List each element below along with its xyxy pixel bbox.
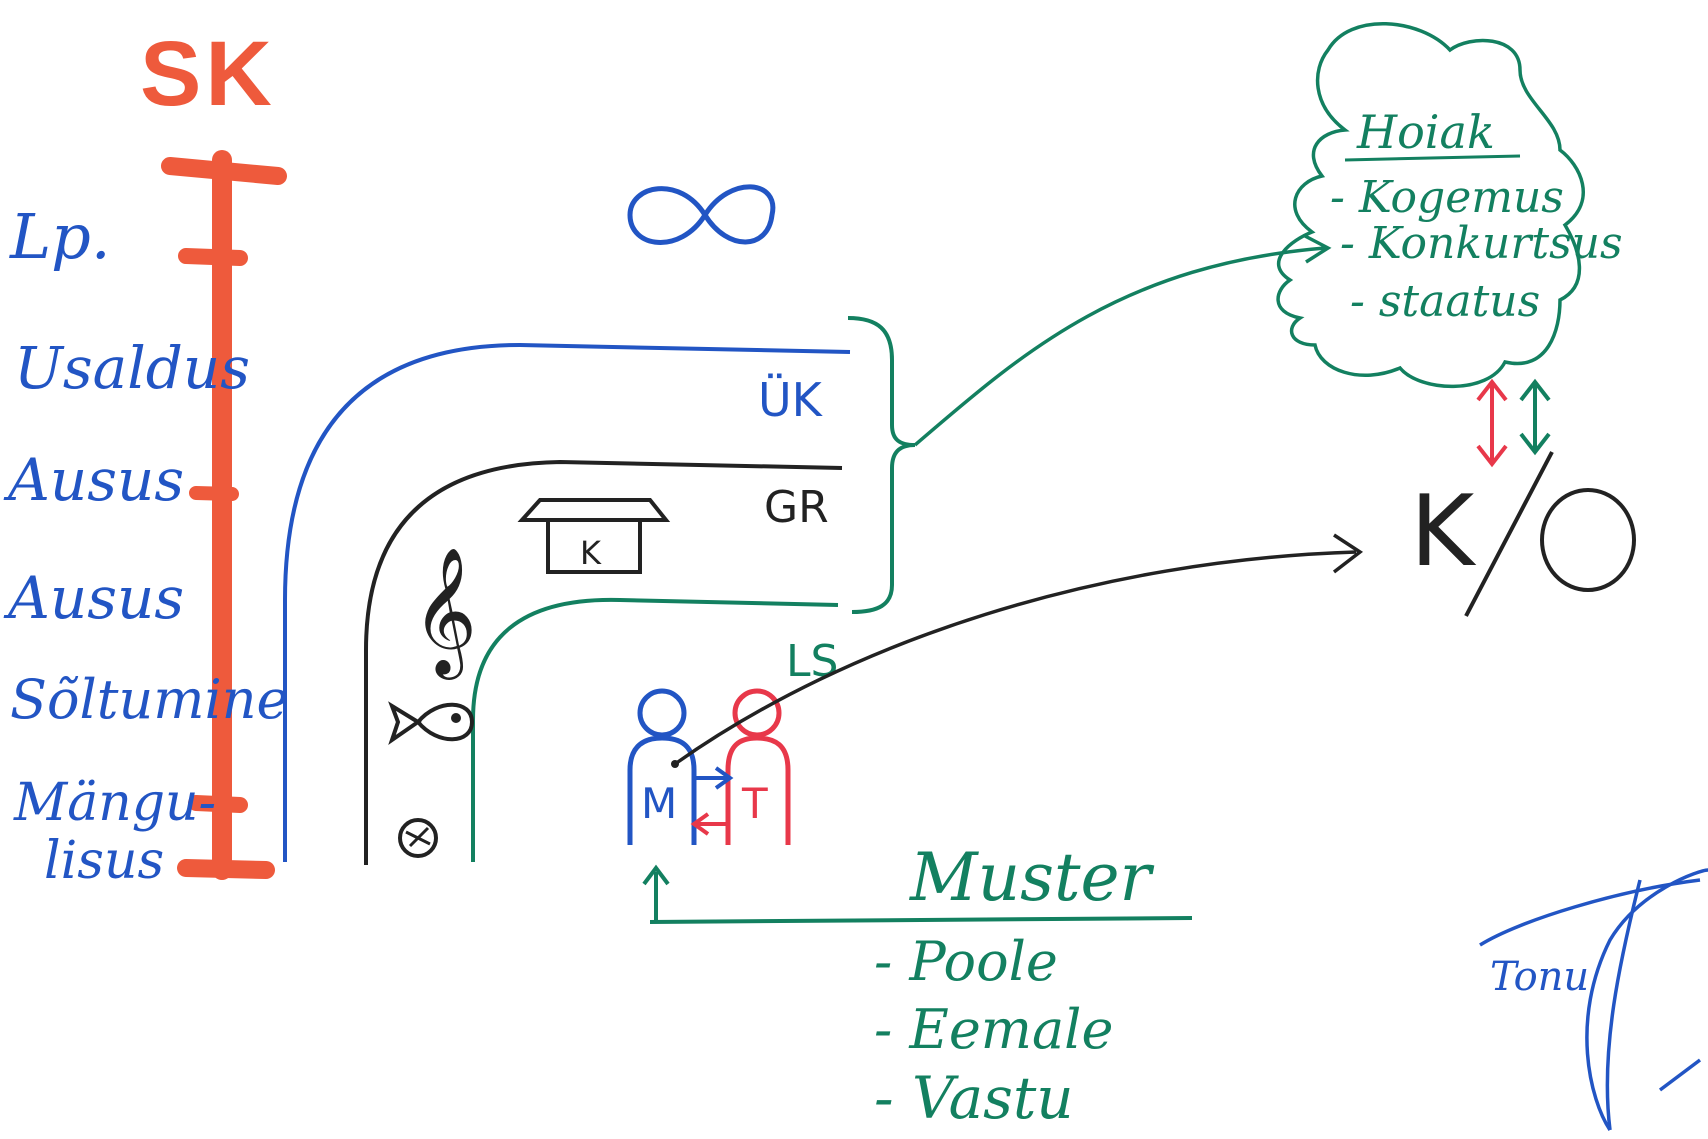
scale-label-lisus: lisus bbox=[44, 831, 164, 891]
sk-scale-tick bbox=[186, 256, 240, 258]
signature-text: Tonu bbox=[1490, 954, 1589, 1000]
muster-item-poole: - Poole bbox=[874, 930, 1058, 993]
sk-scale-tick bbox=[186, 868, 266, 870]
hoiak-ko-red-arrow bbox=[1478, 382, 1506, 464]
muster-title: Muster bbox=[909, 839, 1155, 916]
scale-labels: Lp. Usaldus Ausus Ausus Sõltumine Mängu-… bbox=[3, 200, 288, 891]
scale-label-lp: Lp. bbox=[9, 200, 111, 273]
muster-underline bbox=[650, 918, 1192, 922]
desk-label: K bbox=[580, 534, 602, 572]
ko-k-label: K bbox=[1410, 475, 1477, 589]
muster-item-eemale: - Eemale bbox=[874, 998, 1113, 1061]
person-m-label: M bbox=[641, 779, 677, 828]
uk-layer-label: ÜK bbox=[758, 373, 824, 427]
sk-scale-tick bbox=[170, 166, 278, 176]
m-to-ko-arrow bbox=[675, 552, 1356, 764]
ls-layer-label: LS bbox=[786, 636, 838, 687]
hoiak-item-konkurtsus: - Konkurtsus bbox=[1340, 218, 1623, 269]
hoiak-item-kogemus: - Kogemus bbox=[1330, 172, 1564, 223]
scale-label-usaldus: Usaldus bbox=[14, 334, 250, 402]
signature bbox=[1480, 870, 1708, 1130]
sk-scale-tick bbox=[196, 493, 232, 494]
muster-item-vastu: - Vastu bbox=[874, 1064, 1074, 1132]
ko-o-circle bbox=[1542, 490, 1634, 590]
scale-label-ausus-2: Ausus bbox=[3, 564, 184, 632]
person-t-label: T bbox=[741, 779, 768, 828]
layers-brace bbox=[848, 318, 915, 612]
infinity-icon bbox=[630, 187, 773, 243]
ball-icon bbox=[400, 820, 436, 856]
brace-to-hoiak-arrow bbox=[915, 248, 1325, 445]
ko-slash bbox=[1466, 452, 1552, 616]
scale-label-mangu: Mängu- bbox=[13, 773, 216, 833]
fish-icon bbox=[392, 705, 472, 740]
hoiak-title: Hoiak bbox=[1356, 105, 1495, 159]
scale-label-ausus: Ausus bbox=[3, 446, 184, 514]
gr-layer-label: GR bbox=[764, 482, 829, 533]
hoiak-ko-green-arrow bbox=[1521, 382, 1549, 452]
scale-label-soltumine: Sõltumine bbox=[10, 668, 288, 731]
treble-clef-icon: 𝄞 bbox=[412, 546, 477, 680]
hoiak-item-staatus: - staatus bbox=[1350, 276, 1540, 327]
sk-title: SK bbox=[140, 23, 276, 125]
desk-icon: K bbox=[522, 500, 666, 572]
